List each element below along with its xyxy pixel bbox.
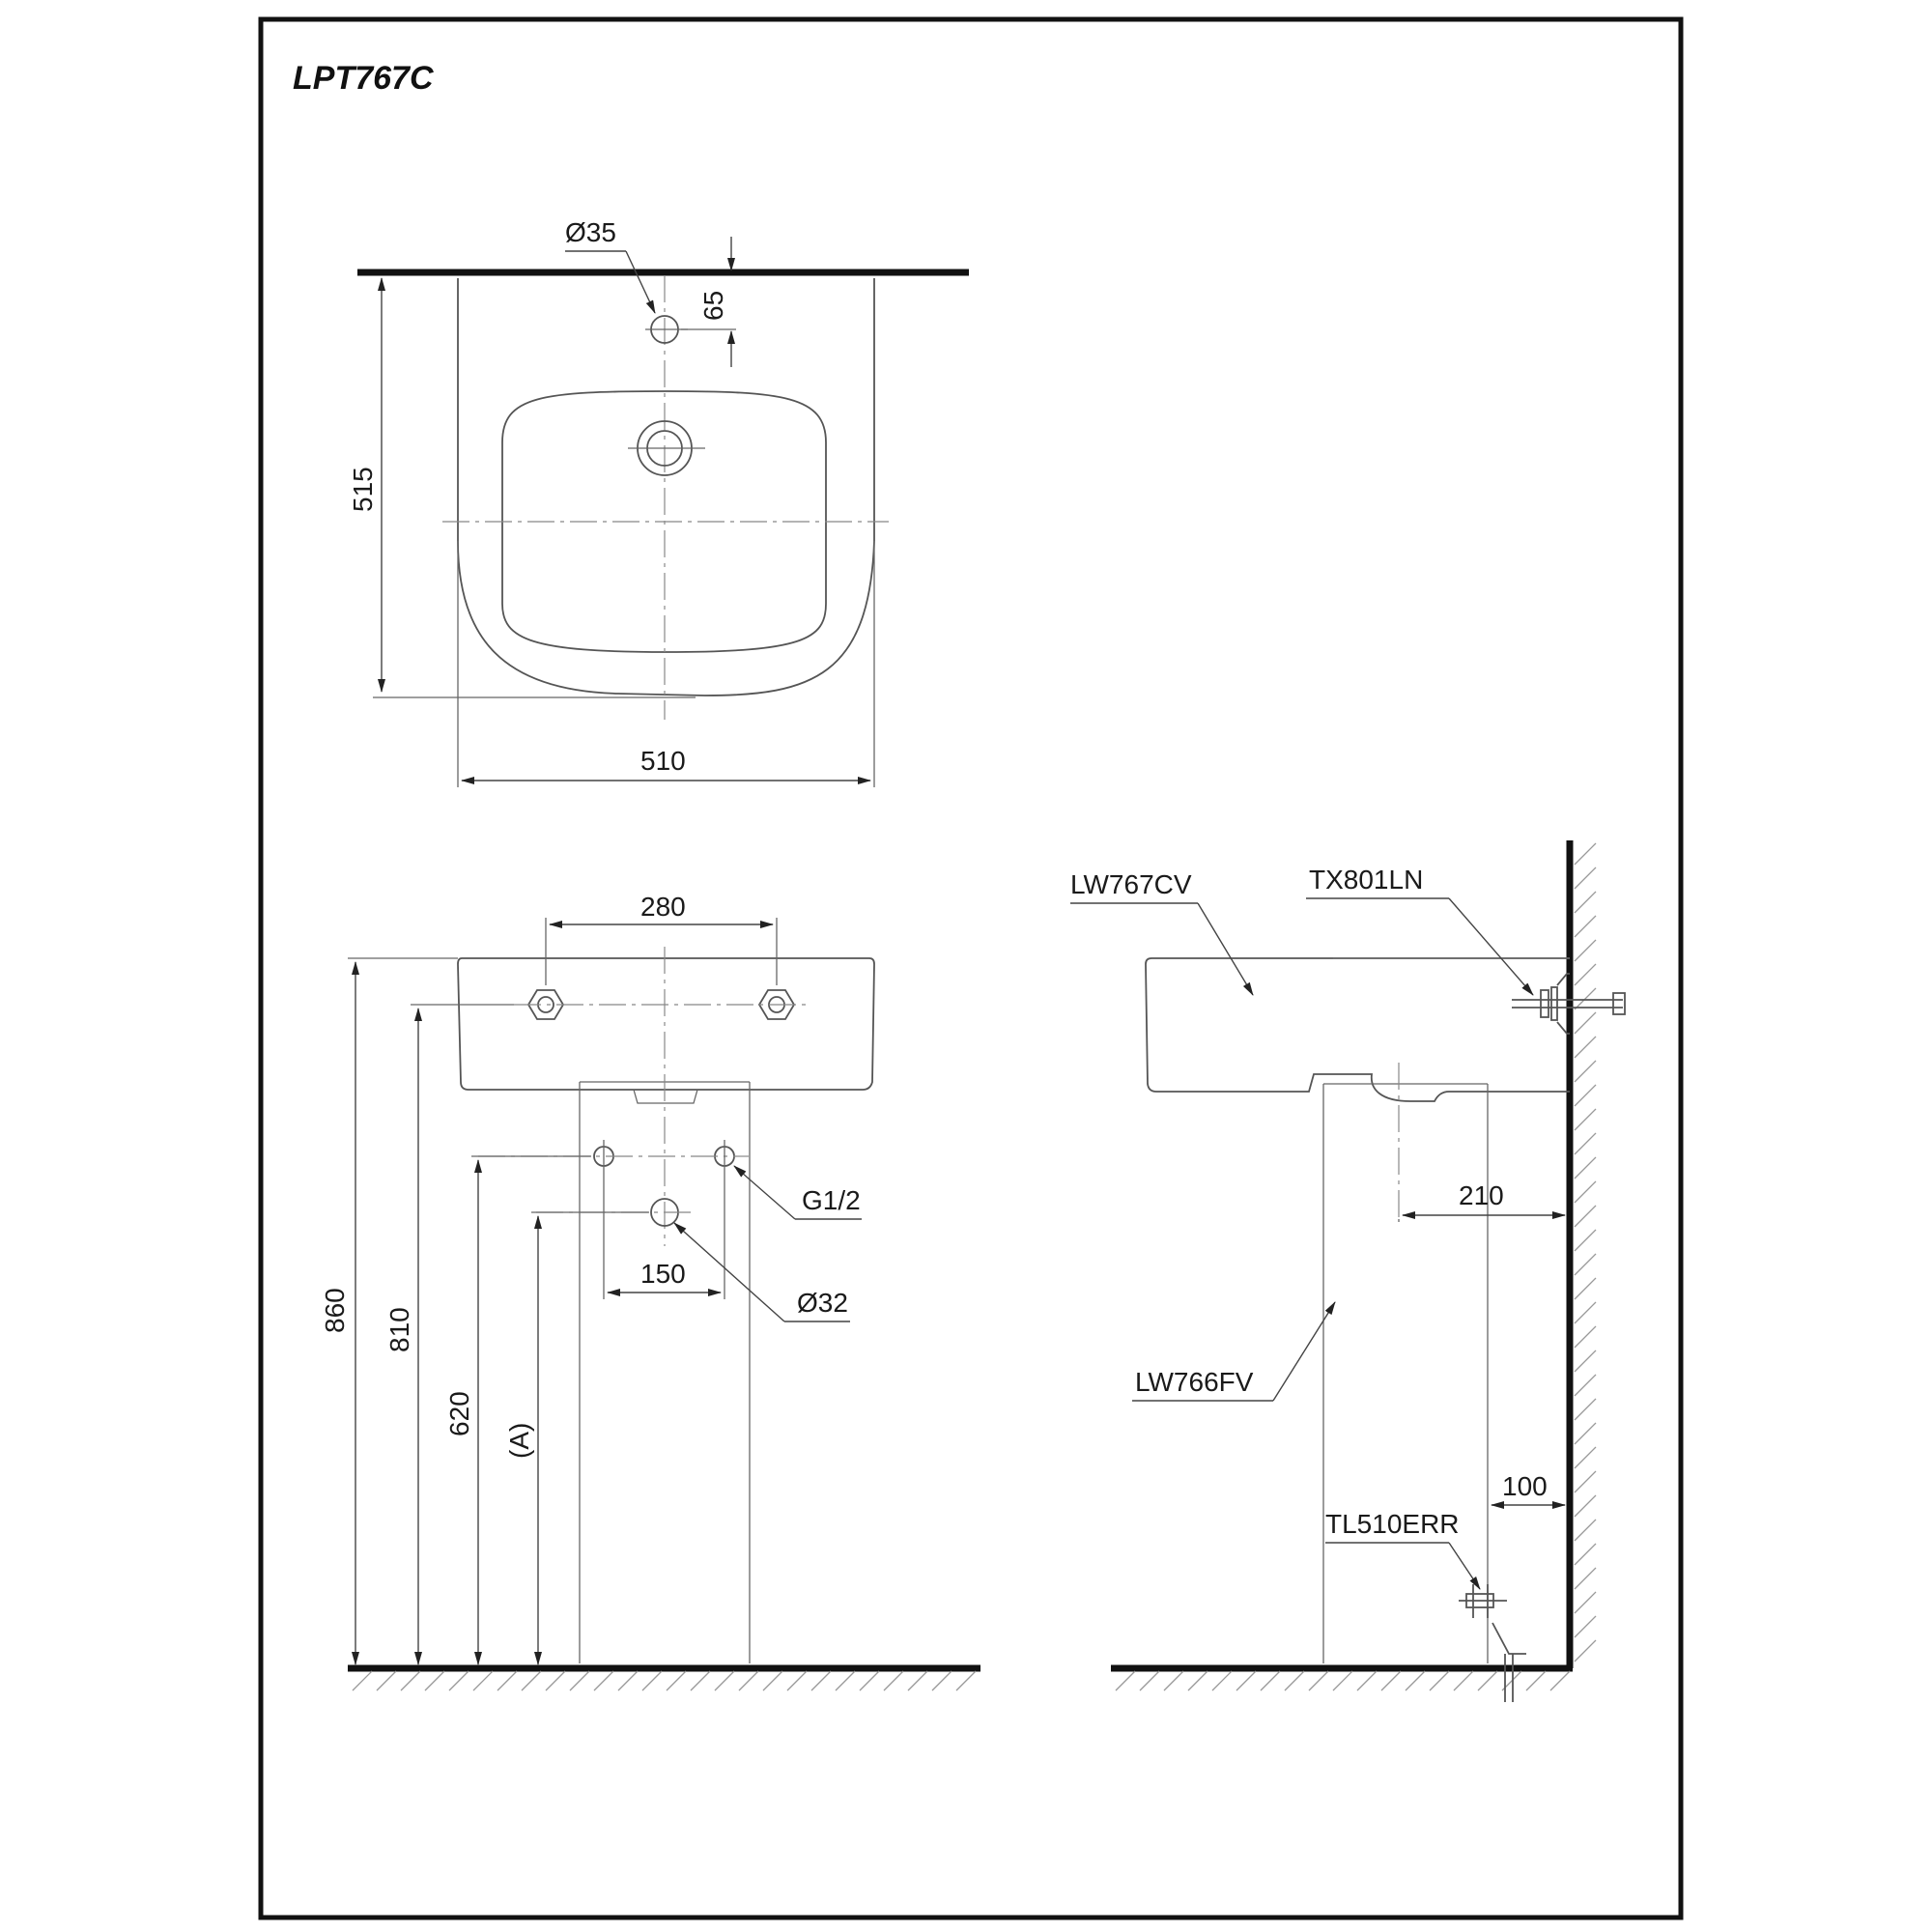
supply-thread-label: G1/2: [802, 1185, 861, 1215]
anchor-model-label: TL510ERR: [1325, 1509, 1460, 1539]
supply-height-label: 620: [444, 1391, 474, 1436]
faucet-spacing-label: 280: [640, 892, 686, 922]
supply-spacing-label: 150: [640, 1259, 686, 1289]
pedestal-model-leader: [1272, 1301, 1336, 1402]
drain-height-label: (A): [504, 1423, 534, 1459]
hole-leader: [625, 250, 656, 314]
hole-offset-label: 65: [698, 291, 728, 321]
side-view-basin: [1145, 957, 1570, 1102]
basin-model-leader: [1197, 902, 1254, 996]
drain-diameter-label: Ø32: [797, 1288, 848, 1318]
wall-bracket-bolt: [1512, 973, 1626, 1035]
front-view-overflow: [633, 1089, 698, 1104]
height-rim-label: 810: [384, 1307, 414, 1352]
height-total-label: 860: [320, 1288, 350, 1333]
depth-label: 515: [348, 467, 378, 512]
drawing-frame: [258, 16, 1684, 1920]
front-view-floor-hatching: [352, 1670, 977, 1691]
front-view: 280 150 G1/2 Ø32 860 810 620 (A): [320, 892, 980, 1691]
top-view: Ø35 65 515 510: [348, 217, 969, 787]
width-label: 510: [640, 746, 686, 776]
top-view-bowl: [501, 390, 827, 653]
side-view: 210 100 LW767CV TX801LN LW766FV TL510ERR: [1070, 840, 1626, 1702]
front-view-basin: [457, 957, 875, 1091]
hole-diameter-label: Ø35: [565, 217, 616, 247]
drain-leader: [673, 1222, 785, 1322]
bracket-model-leader: [1448, 897, 1534, 996]
bracket-model-label: TX801LN: [1309, 865, 1423, 895]
drain-to-wall-label: 210: [1459, 1180, 1504, 1210]
basin-model-label: LW767CV: [1070, 869, 1192, 899]
top-view-basin-outline: [457, 278, 875, 696]
pedestal-model-label: LW766FV: [1135, 1367, 1254, 1397]
side-view-wall-hatching: [1574, 842, 1597, 1662]
floor-anchor: [1459, 1584, 1526, 1702]
drawing-title: LPT767C: [293, 60, 434, 97]
anchor-model-leader: [1448, 1542, 1481, 1590]
side-view-floor-hatching: [1115, 1670, 1571, 1691]
supply-thread-leader: [733, 1165, 796, 1220]
pedestal-to-wall-label: 100: [1502, 1471, 1548, 1501]
